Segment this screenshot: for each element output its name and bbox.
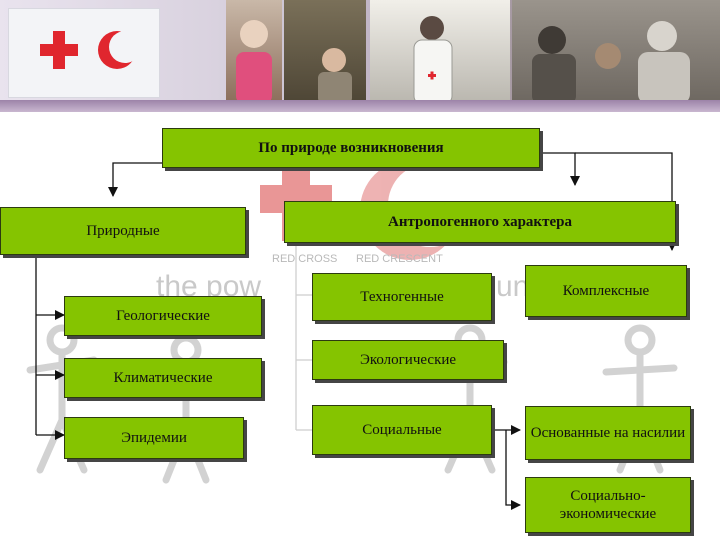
- red-cross-icon: [40, 31, 78, 69]
- geological-box: Геологические: [64, 296, 262, 336]
- photo-elderly-woman: [226, 0, 282, 104]
- technogenic-label: Техногенные: [360, 289, 444, 305]
- technogenic-box: Техногенные: [312, 273, 492, 321]
- epidemics-label: Эпидемии: [121, 430, 187, 446]
- violence-box: Основанные на насилии: [525, 406, 691, 460]
- root-box: По природе возникновения: [162, 128, 540, 168]
- violence-label: Основанные на насилии: [530, 425, 686, 441]
- climatic-label: Климатические: [113, 370, 213, 386]
- ecological-label: Экологические: [359, 352, 457, 368]
- photo-indoor-people: [284, 0, 366, 104]
- red-crescent-icon: [98, 31, 141, 69]
- complex-label: Комплексные: [562, 283, 650, 299]
- geological-label: Геологические: [116, 308, 210, 324]
- anthropogenic-box: Антропогенного характера: [284, 201, 676, 243]
- complex-box: Комплексные: [525, 265, 687, 317]
- connector-root-natural: [108, 162, 162, 197]
- emblem-panel: [8, 8, 160, 98]
- natural-box: Природные: [0, 207, 246, 255]
- epidemics-box: Эпидемии: [64, 417, 244, 459]
- socio-economic-box: Социально-экономические: [525, 477, 691, 533]
- connector-root-complex-branch: [540, 152, 580, 186]
- photo-nurse: [370, 0, 510, 105]
- photo-crowd: [512, 0, 720, 104]
- social-box: Социальные: [312, 405, 492, 455]
- socio-economic-label: Социально-экономические: [559, 488, 657, 522]
- emblem-graphic: [40, 31, 141, 69]
- header-band: [0, 100, 720, 112]
- anthropogenic-label: Антропогенного характера: [388, 214, 572, 230]
- connector-social-socioeconomic: [505, 430, 521, 510]
- ecological-box: Экологические: [312, 340, 504, 380]
- social-label: Социальные: [362, 422, 442, 438]
- header-photo-strip: [0, 0, 720, 112]
- root-label: По природе возникновения: [258, 140, 444, 156]
- climatic-box: Климатические: [64, 358, 262, 398]
- natural-label: Природные: [86, 223, 160, 239]
